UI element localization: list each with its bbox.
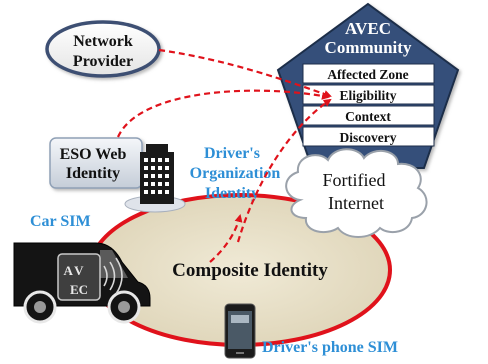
network-provider-line2: Provider	[73, 53, 133, 70]
item-box-affected-zone	[302, 63, 435, 84]
network-provider-oval	[45, 20, 161, 78]
network-provider-line1: Network	[73, 33, 133, 50]
eso-web-identity-line2: Identity	[66, 165, 120, 182]
item-eligibility: Eligibility	[339, 88, 396, 103]
composite-identity-label: Composite Identity	[172, 260, 328, 281]
drivers-org-identity-line1: Driver's	[204, 145, 260, 162]
arrow-composite-to-eligibility	[236, 98, 332, 243]
arrow-network-to-eligibility	[158, 48, 332, 98]
item-box-context	[302, 105, 435, 126]
item-affected-zone: Affected Zone	[327, 67, 408, 82]
item-box-discovery	[302, 126, 435, 147]
avec-community-title-line1: AVEC	[345, 19, 391, 38]
avec-chip-badge: AV EC	[57, 253, 123, 301]
item-discovery: Discovery	[340, 130, 397, 145]
car-sim-label: Car SIM	[30, 213, 91, 230]
arrow-eso-to-eligibility	[116, 89, 330, 138]
drivers-org-identity-line2: Organization	[190, 165, 281, 182]
office-building-icon	[124, 144, 186, 213]
avec-community-title-line2: Community	[325, 38, 412, 57]
avec-community-item-list: Affected Zone Eligibility Context Discov…	[302, 63, 435, 147]
fortified-internet-cloud	[285, 148, 428, 238]
smartphone-icon	[224, 303, 256, 359]
eso-web-identity-line1: ESO Web	[60, 146, 127, 163]
avec-badge-line2: EC	[70, 282, 88, 297]
item-box-eligibility	[302, 84, 435, 105]
item-context: Context	[345, 109, 391, 124]
connection-arrows	[116, 48, 332, 263]
fortified-internet-line1: Fortified	[323, 170, 386, 190]
arrow-composite-to-organization	[209, 214, 243, 263]
fortified-internet-line2: Internet	[328, 193, 384, 213]
signal-waves-icon	[103, 257, 123, 295]
drivers-phone-sim-label: Driver's phone SIM	[262, 339, 398, 356]
avec-badge-line1: AV	[63, 263, 86, 278]
drivers-org-identity-line3: Identity	[205, 185, 259, 202]
